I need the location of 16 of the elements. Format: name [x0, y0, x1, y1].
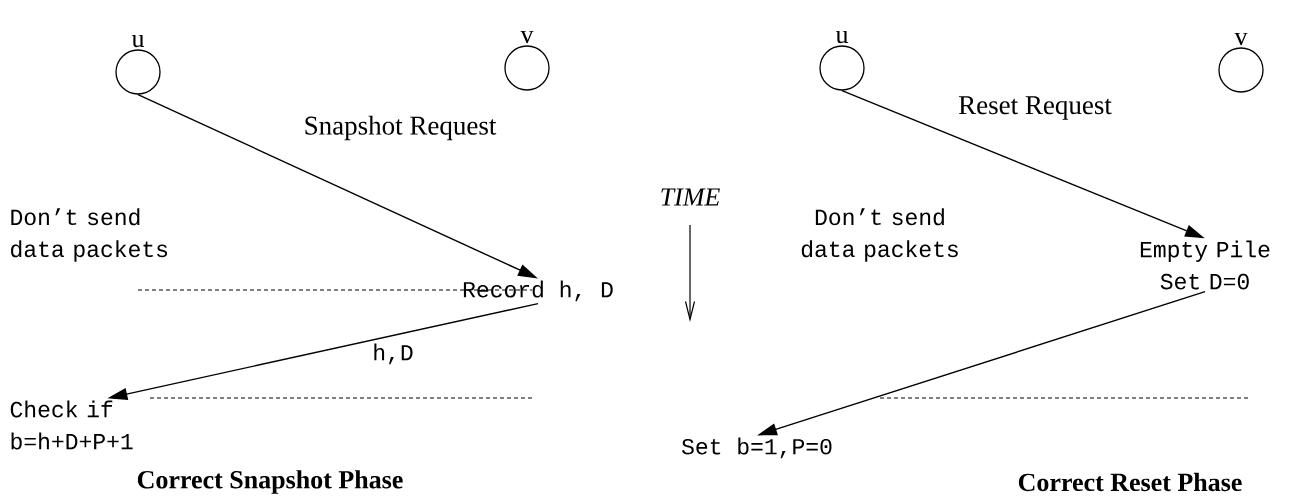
text-label: Check if b=h+D+P+1 — [10, 400, 133, 450]
text-label: Set b=1,P=0 — [682, 437, 832, 459]
text-label: Don’t send data packets — [11, 208, 168, 262]
text-label: Empty Pile Set D=0 — [1140, 240, 1270, 290]
edge-label: Reset Request — [958, 96, 1112, 120]
text-label: TIME — [661, 188, 720, 206]
node-label: v — [1234, 32, 1248, 46]
text-label: Correct Snapshot Phase — [137, 470, 403, 494]
node-label: v — [520, 30, 534, 44]
edge-label: h,D — [374, 343, 413, 365]
edge-label: Snapshot Request — [305, 115, 497, 141]
text-label: Don’t send data packets — [801, 208, 958, 262]
text-label: Correct Reset Phase — [1018, 472, 1242, 492]
text-label: Record h, D — [463, 280, 613, 302]
node-label: u — [131, 34, 145, 48]
node-label: u — [835, 30, 849, 44]
